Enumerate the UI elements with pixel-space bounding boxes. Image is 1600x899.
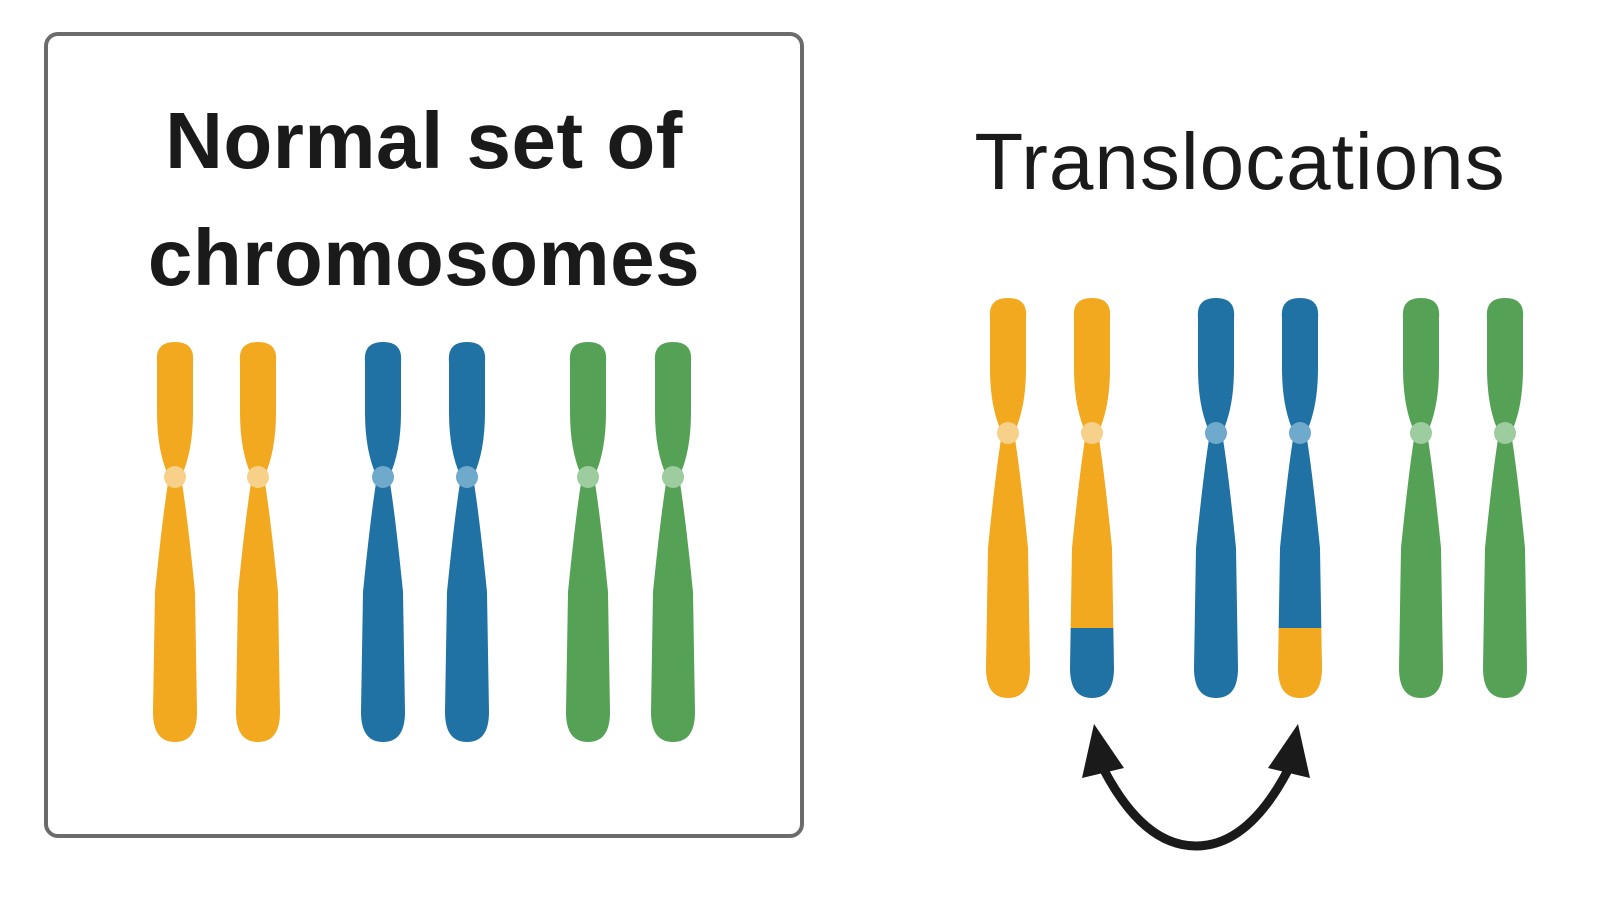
chromosome-yellow-2	[236, 342, 280, 742]
translocations-title: Translocations	[974, 117, 1506, 206]
chromosome-green-a	[1399, 298, 1443, 698]
chromosome-blue-1	[361, 342, 405, 742]
chromosome-green-2	[651, 342, 695, 742]
chromosome-yellow-1	[153, 342, 197, 742]
normal-chromosome-set	[153, 342, 695, 742]
chromosome-blue-normal	[1194, 298, 1238, 698]
translocated-chromosome-set	[986, 298, 1527, 698]
chromosome-blue-translocated	[1278, 298, 1322, 698]
exchange-arrow-icon	[1082, 724, 1310, 851]
chromosome-yellow-normal	[986, 298, 1030, 698]
arrowhead-right-icon	[1268, 724, 1310, 778]
yellow-translocated-segment	[1278, 628, 1322, 698]
normal-set-title: Normal set of chromosomes	[147, 96, 701, 302]
arrowhead-left-icon	[1082, 724, 1124, 778]
chromosome-blue-2	[445, 342, 489, 742]
chromosome-green-b	[1483, 298, 1527, 698]
chromosome-yellow-translocated	[1070, 298, 1114, 698]
chromosome-green-1	[566, 342, 610, 742]
blue-translocated-segment	[1070, 628, 1114, 698]
